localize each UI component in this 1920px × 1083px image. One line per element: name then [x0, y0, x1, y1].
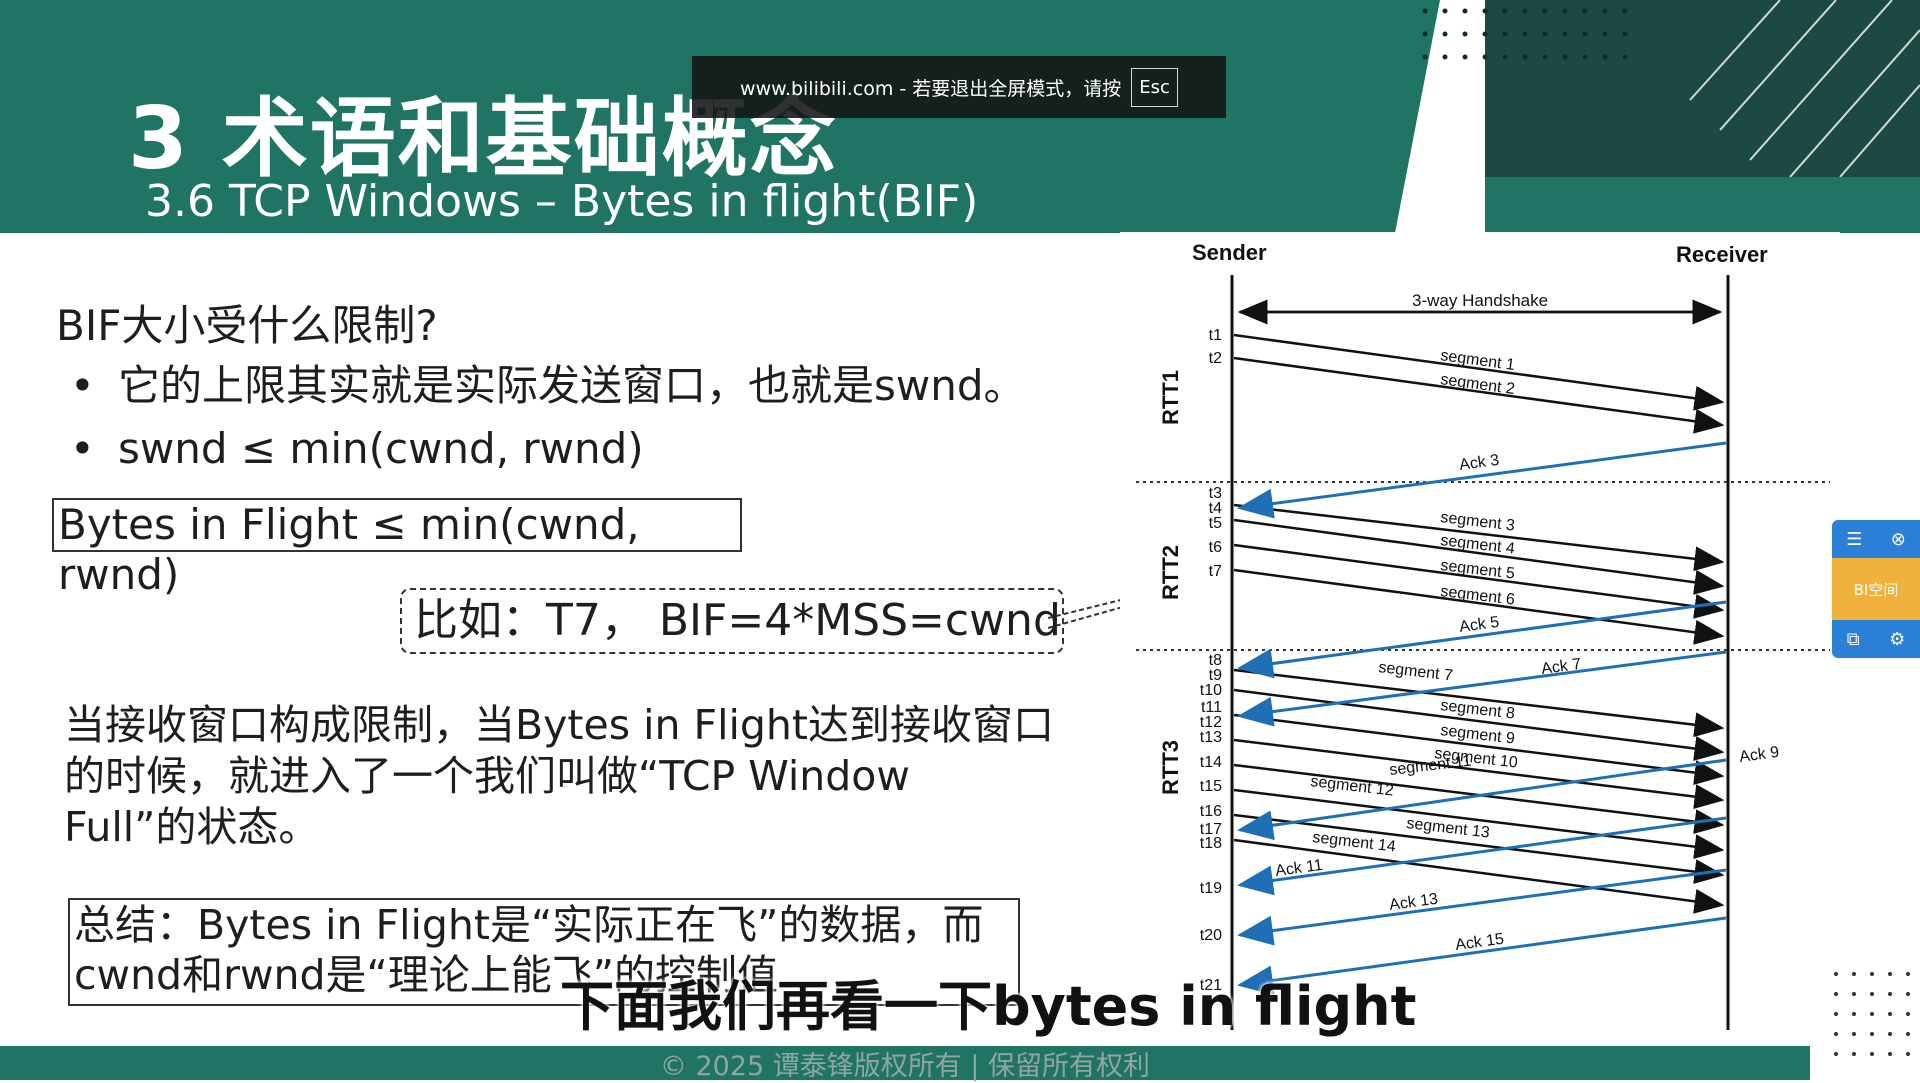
- esc-key-hint[interactable]: Esc: [1131, 67, 1178, 107]
- bullet-item: • 它的上限其实就是实际发送窗口，也就是swnd。: [70, 352, 1026, 413]
- close-circle-icon[interactable]: ⊗: [1890, 528, 1906, 549]
- handshake-label: 3-way Handshake: [1412, 291, 1548, 310]
- question-heading: BIF大小受什么限制?: [56, 301, 438, 350]
- side-panel-top: ☰ ⊗: [1832, 520, 1920, 558]
- rtt-label: RTT1: [1158, 370, 1183, 425]
- time-label: t4: [1209, 500, 1222, 517]
- rtt-label: RTT3: [1158, 740, 1183, 795]
- bullet-text: 它的上限其实就是实际发送窗口，也就是swnd。: [118, 361, 1026, 410]
- bullet-text: swnd ≤ min(cwnd, rwnd): [118, 424, 644, 473]
- segment-arrow: [1233, 503, 1725, 572]
- sender-label: Sender: [1192, 240, 1267, 265]
- ack-arrow: [1237, 600, 1727, 679]
- time-label: t21: [1200, 977, 1222, 994]
- side-float-panel: ☰ ⊗ BI空间 ⧉ ⚙: [1832, 520, 1920, 658]
- segment-arrow: [1233, 838, 1725, 914]
- segment-arrow: [1233, 356, 1725, 434]
- time-label: t18: [1200, 835, 1222, 852]
- segment-arrow: [1233, 668, 1725, 738]
- time-label: t6: [1209, 539, 1222, 556]
- ack-label: Ack 7: [1540, 656, 1582, 678]
- time-label: t1: [1209, 327, 1222, 344]
- time-label: t14: [1200, 754, 1222, 771]
- ack-label: Ack 15: [1454, 931, 1505, 954]
- ack-arrow: [1237, 916, 1727, 996]
- time-label: t15: [1200, 778, 1222, 795]
- segment-arrow: [1233, 688, 1725, 761]
- time-label: t11: [1201, 699, 1222, 716]
- ack-label: Ack 13: [1388, 891, 1439, 914]
- ack-arrow: [1237, 650, 1727, 727]
- slide-footer-bar: [0, 1046, 1810, 1080]
- receiver-label: Receiver: [1676, 242, 1768, 267]
- share-icon[interactable]: ⧉: [1846, 628, 1860, 649]
- ack-arrow: [1237, 441, 1727, 519]
- gear-icon[interactable]: ⚙: [1889, 628, 1906, 649]
- side-panel-bottom: ⧉ ⚙: [1832, 620, 1920, 658]
- summary-box: 总结：Bytes in Flight是“实际正在飞”的数据，而cwnd和rwnd…: [68, 898, 1020, 1006]
- time-label: t13: [1200, 729, 1222, 746]
- ack-arrow: [1237, 816, 1727, 896]
- window-full-paragraph: 当接收窗口构成限制，当Bytes in Flight达到接收窗口的时候，就进入了…: [64, 701, 1054, 851]
- decorative-dots: [1422, 8, 1628, 60]
- bif-formula-box: Bytes in Flight ≤ min(cwnd, rwnd): [52, 498, 742, 599]
- segment-arrow: [1233, 518, 1725, 595]
- segment-arrow: [1233, 713, 1725, 785]
- segment-arrow: [1233, 813, 1725, 885]
- time-label: t12: [1200, 714, 1222, 731]
- fullscreen-tip-text: www.bilibili.com - 若要退出全屏模式，请按: [740, 77, 1122, 100]
- bullet-dot-icon: •: [70, 361, 95, 410]
- list-icon[interactable]: ☰: [1846, 528, 1863, 549]
- ack-label: Ack 11: [1274, 857, 1324, 880]
- ack-arrow: [1237, 868, 1727, 946]
- copyright-text: © 2025 谭泰锋版权所有 | 保留所有权利: [659, 1051, 1151, 1082]
- time-label: t8: [1209, 652, 1222, 669]
- header-dark-block: [1440, 0, 1920, 177]
- time-label: t3: [1209, 485, 1222, 502]
- decorative-stripes: [1689, 0, 1920, 177]
- time-label: t9: [1209, 667, 1222, 684]
- time-label: t2: [1209, 350, 1222, 367]
- time-label: t16: [1200, 803, 1222, 820]
- segment-arrow: [1233, 738, 1725, 810]
- time-label: t20: [1200, 927, 1222, 944]
- header-diagonal: [1395, 0, 1485, 233]
- bullet-dot-icon: •: [70, 424, 95, 473]
- segment-arrow: [1233, 568, 1725, 645]
- ack-label: Ack 3: [1458, 452, 1500, 474]
- time-label: t5: [1209, 515, 1222, 532]
- decorative-dots: [1834, 972, 1910, 1056]
- slide-subtitle: 3.6 TCP Windows – Bytes in flight(BIF): [145, 176, 979, 227]
- segment-arrow: [1233, 788, 1725, 860]
- example-callout: 比如：T7， BIF=4*MSS=cwnd: [400, 588, 1064, 654]
- tcp-sequence-diagram: Sender Receiver 3-way Handshake RTT1 RTT…: [1120, 232, 1840, 1052]
- time-label: t10: [1200, 682, 1222, 699]
- segment-arrow: [1233, 333, 1725, 411]
- time-label: t7: [1209, 563, 1222, 580]
- time-label: t19: [1200, 880, 1222, 897]
- video-subtitle: 下面我们再看一下bytes in flight: [560, 975, 1417, 1038]
- slide-header: 3 术语和基础概念 3.6 TCP Windows – Bytes in fli…: [0, 0, 1920, 233]
- rtt-label: RTT2: [1158, 545, 1183, 600]
- ack-arrow: [1237, 758, 1727, 841]
- bi-space-button[interactable]: BI空间: [1832, 558, 1920, 620]
- time-label: t17: [1200, 821, 1222, 838]
- segment-arrow: [1233, 543, 1725, 619]
- ack-label: Ack 9: [1738, 744, 1780, 766]
- fullscreen-tip: www.bilibili.com - 若要退出全屏模式，请按 Esc: [692, 56, 1226, 118]
- bullet-item: • swnd ≤ min(cwnd, rwnd): [70, 424, 644, 473]
- ack-label: Ack 5: [1458, 614, 1500, 636]
